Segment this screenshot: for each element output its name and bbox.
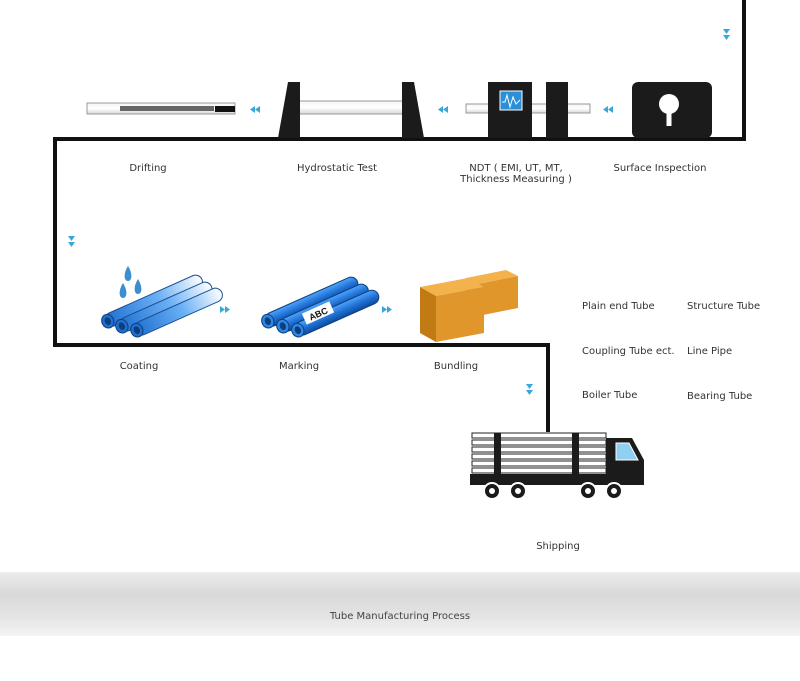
footer-band: Tube Manufacturing Process (0, 572, 800, 636)
flow-line (53, 0, 746, 432)
stage-label-shipping: Shipping (536, 541, 580, 552)
stage-label-bundling: Bundling (433, 361, 479, 372)
arrow-left-icon (250, 106, 260, 113)
product-boiler-tube: Boiler Tube (582, 390, 638, 401)
hydro-press-icon (278, 82, 424, 138)
stage-label-hydrostatic-test: Hydrostatic Test (296, 163, 378, 174)
product-line-pipe: Line Pipe (687, 346, 733, 357)
stage-label-drifting: Drifting (129, 163, 167, 174)
truck-icon (470, 432, 644, 500)
stage-label-marking: Marking (278, 361, 320, 372)
arrow-right-icon (382, 306, 392, 313)
drift-tool-icon (86, 102, 236, 115)
product-coupling-tube: Coupling Tube ect. (582, 346, 675, 357)
inspection-icon (632, 82, 712, 138)
ndt-monitor-icon (465, 82, 591, 138)
water-drops-icon (119, 266, 142, 298)
box-icon (420, 270, 518, 342)
arrow-down-icon (68, 236, 75, 247)
stage-label-surface-inspection: Surface Inspection (613, 163, 707, 174)
stage-label-coating: Coating (119, 361, 159, 372)
coated-pipes-icon (101, 274, 223, 338)
arrow-left-icon (603, 106, 613, 113)
product-structure-tube: Structure Tube (687, 301, 761, 312)
arrow-left-icon (438, 106, 448, 113)
arrow-right-icon (220, 306, 230, 313)
footer-caption: Tube Manufacturing Process (329, 611, 471, 622)
stage-label-ndt: NDT ( EMI, UT, MT, Thickness Measuring ) (460, 163, 572, 185)
arrow-down-icon (526, 384, 533, 395)
product-bearing-tube: Bearing Tube (687, 391, 753, 402)
arrow-down-icon (723, 29, 730, 40)
pipe-bundle-icon: ABC (261, 276, 380, 338)
product-plain-end-tube: Plain end Tube (582, 301, 655, 312)
